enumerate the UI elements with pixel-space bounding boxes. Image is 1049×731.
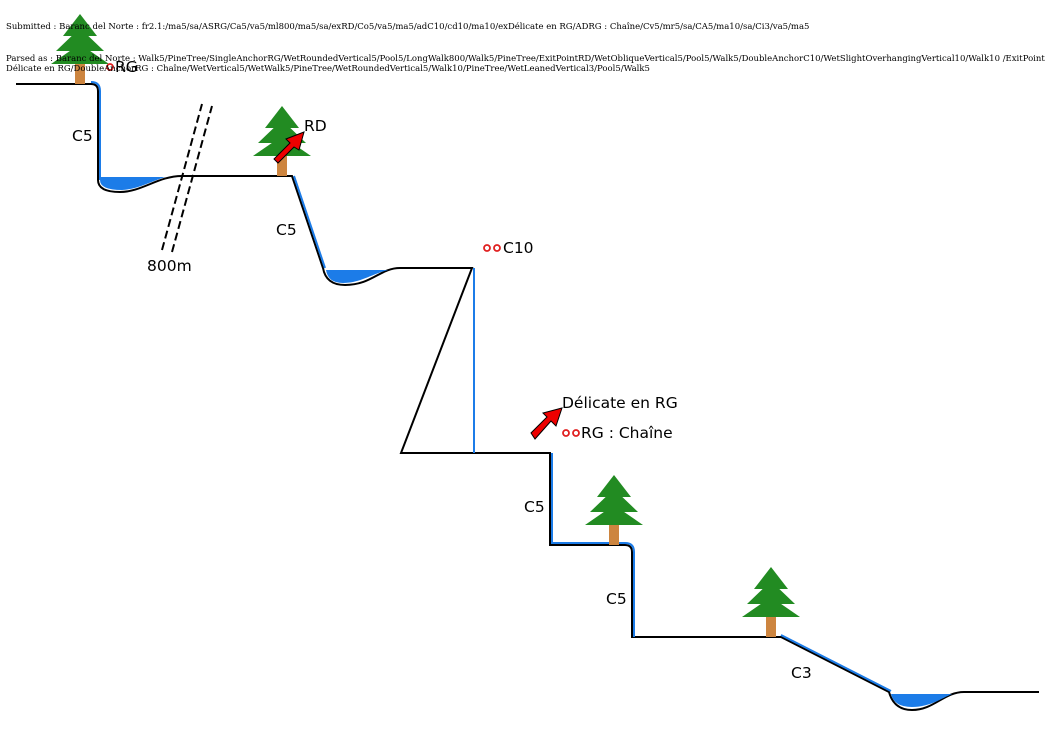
c5-label: C5 [606,590,627,608]
anchor-icon [483,244,491,252]
anchor-rg-label: RG [115,58,138,76]
exit-arrow-icon [273,131,305,164]
long-walk-break-icon [161,103,213,253]
canyon-description-header: Submitted : Baranc del Norte : fr2.1:/ma… [6,1,1046,85]
c3-label: C3 [791,664,812,682]
anchor-icon [572,429,580,437]
pine-tree-icon [742,567,800,637]
c5-label: C5 [276,221,297,239]
pool-2 [326,270,388,283]
pool-1 [100,177,165,190]
exit-arrow-icon [530,407,563,440]
pool-3 [891,694,952,707]
c10-label: C10 [503,239,534,257]
anchor-icon [106,63,114,71]
exit-rd-label: RD [304,117,327,135]
long-walk-label: 800m [147,257,192,275]
c5-label: C5 [72,127,93,145]
submitted-line: Submitted : Baranc del Norte : fr2.1:/ma… [6,22,810,32]
pine-tree-icon [253,106,311,176]
c5-label: C5 [524,498,545,516]
canyon-profile [16,81,1039,712]
pine-tree-icon [585,475,643,545]
anchor-icon [493,244,501,252]
exit-delicate-label: Délicate en RG [562,394,678,412]
parsed-line: Parsed as : Baranc del Norte : Walk5/Pin… [6,53,1045,75]
anchor-chaine-label: RG : Chaîne [581,424,673,442]
anchor-icon [562,429,570,437]
